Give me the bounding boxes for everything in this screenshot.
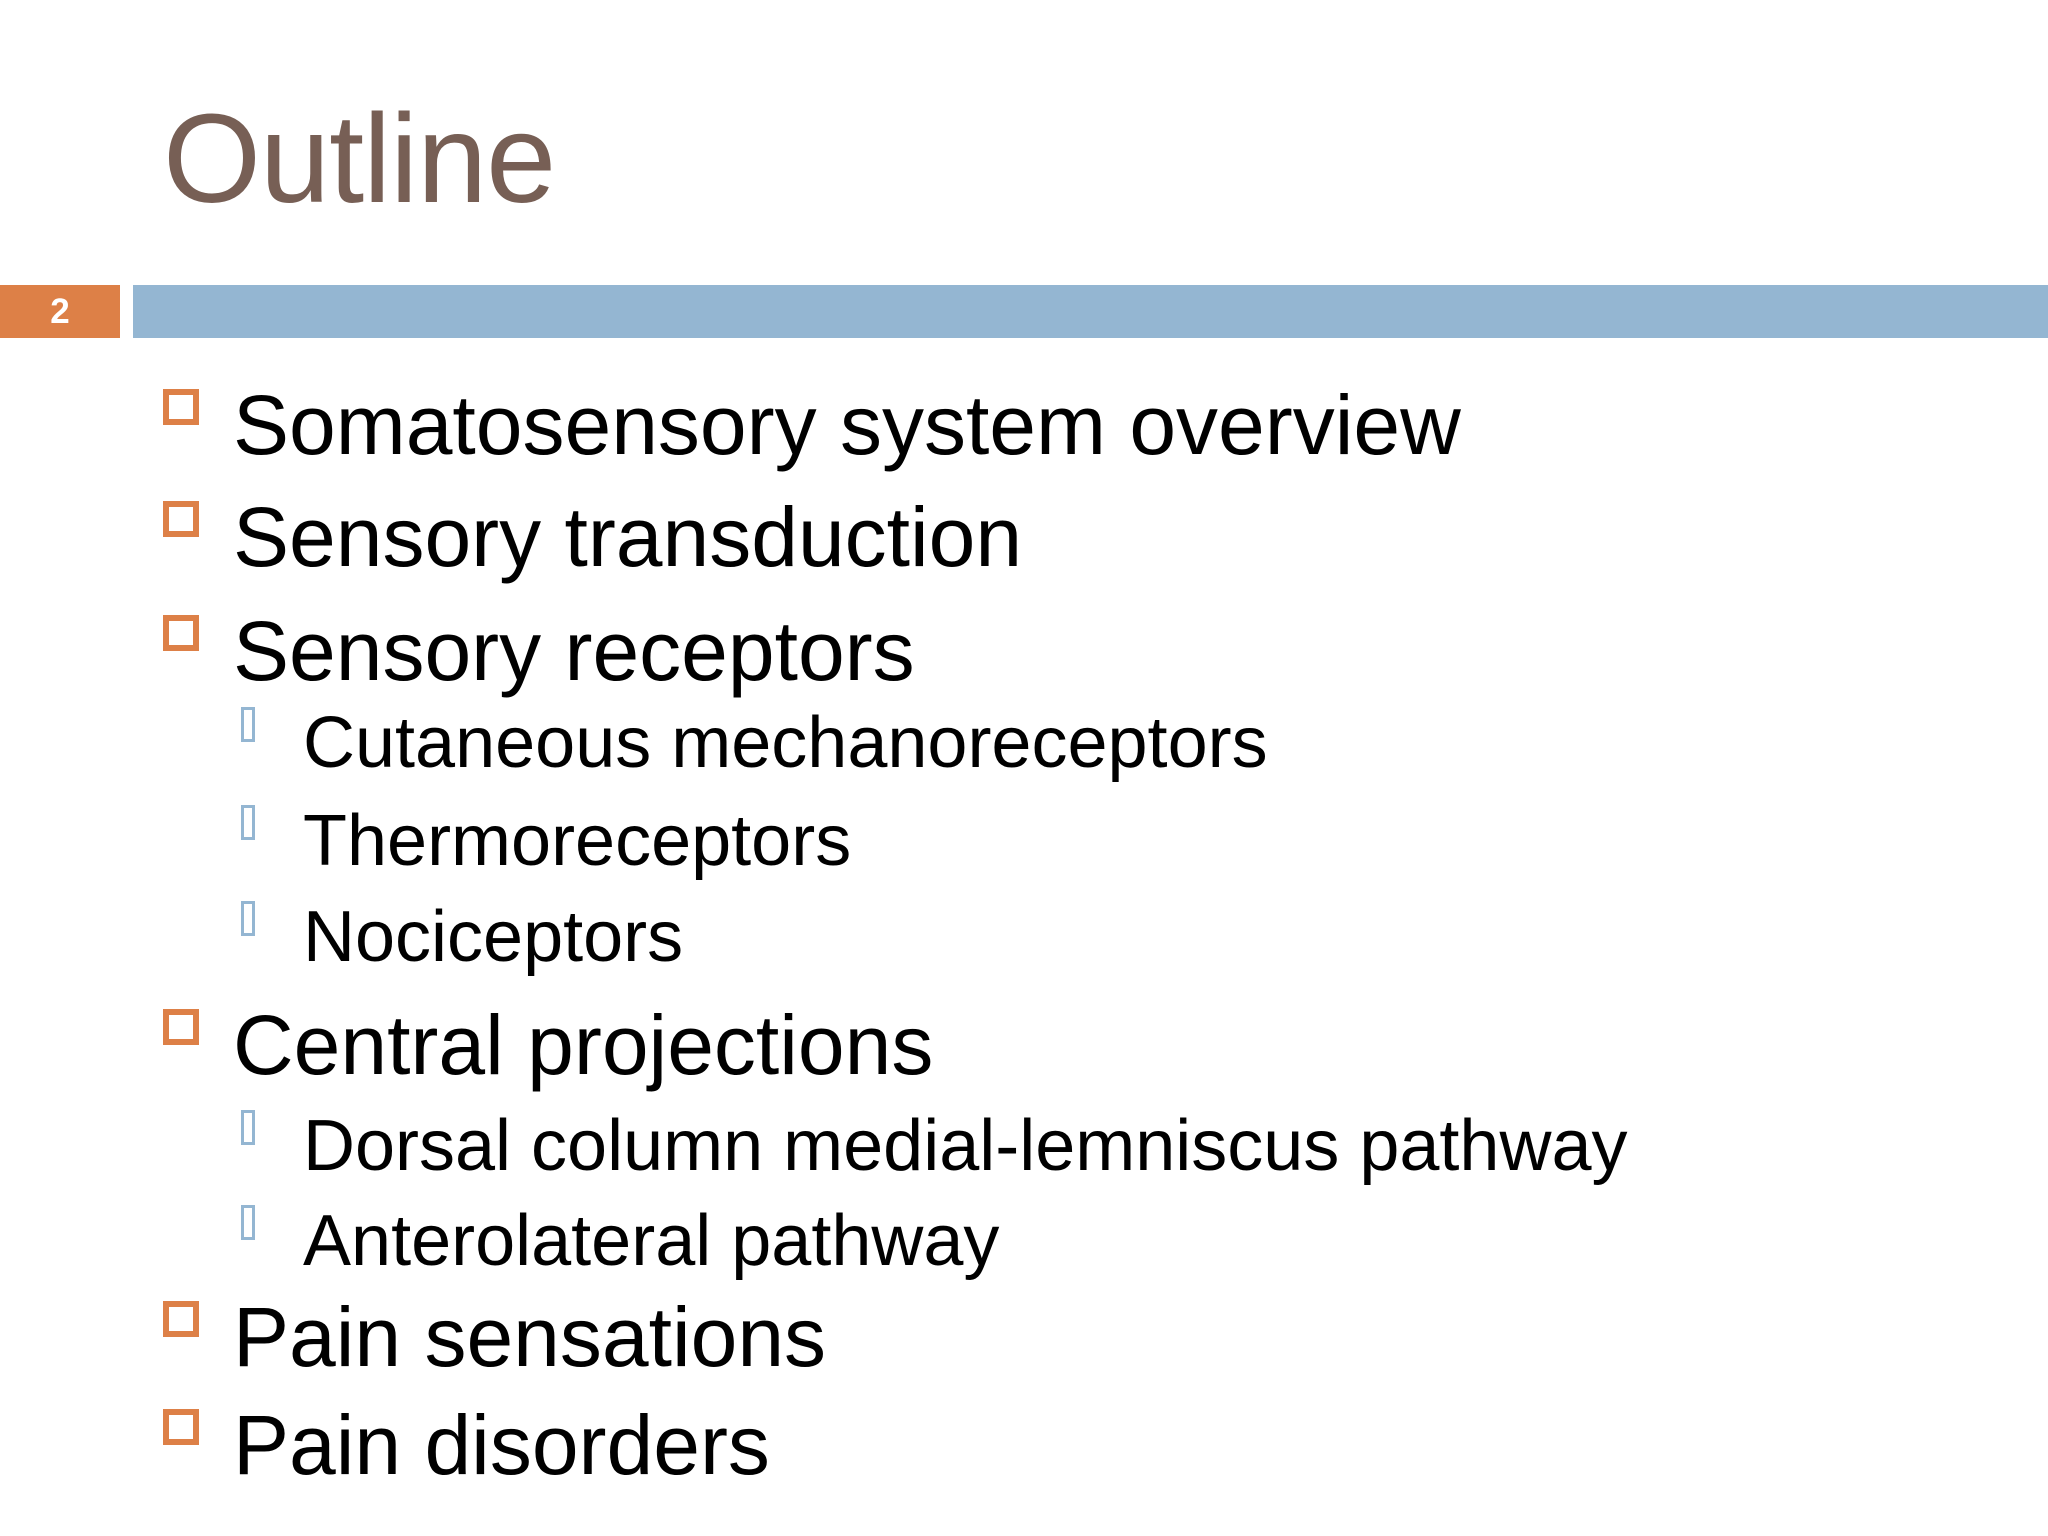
list-item-label: Nociceptors: [303, 897, 684, 977]
bullet-rect-icon: [241, 901, 255, 936]
list-item-label: Anterolateral pathway: [303, 1201, 1000, 1281]
bullet-rect-icon: [241, 1110, 255, 1145]
bullet-square-icon: [163, 1409, 199, 1445]
list-item-label: Cutaneous mechanoreceptors: [303, 703, 1268, 783]
accent-bar: [133, 285, 2048, 338]
slide-title: Outline: [163, 88, 556, 229]
bullet-square-icon: [163, 501, 199, 537]
list-item-label: Sensory transduction: [233, 490, 1023, 584]
list-item: Pain sensations: [163, 1289, 827, 1386]
list-item-label: Thermoreceptors: [303, 801, 852, 881]
list-item-label: Sensory receptors: [233, 604, 915, 698]
list-item-label: Pain disorders: [233, 1398, 770, 1492]
bullet-square-icon: [163, 389, 199, 425]
slide-number: 2: [50, 292, 70, 331]
bullet-square-icon: [163, 1301, 199, 1337]
list-item: Pain disorders: [163, 1397, 770, 1494]
list-item: Somatosensory system overview: [163, 377, 1461, 474]
list-item: Sensory transduction: [163, 489, 1023, 586]
bullet-rect-icon: [241, 805, 255, 840]
list-item: Nociceptors: [241, 896, 684, 978]
list-item: Cutaneous mechanoreceptors: [241, 702, 1268, 784]
bullet-rect-icon: [241, 707, 255, 742]
bullet-square-icon: [163, 1009, 199, 1045]
list-item: Anterolateral pathway: [241, 1200, 1000, 1282]
slide-number-box: 2: [0, 285, 120, 338]
list-item-label: Central projections: [233, 998, 934, 1092]
bullet-square-icon: [163, 615, 199, 651]
list-item: Dorsal column medial-lemniscus pathway: [241, 1105, 1628, 1187]
list-item-label: Somatosensory system overview: [233, 378, 1461, 472]
list-item-label: Pain sensations: [233, 1290, 827, 1384]
list-item: Thermoreceptors: [241, 800, 852, 882]
list-item: Central projections: [163, 997, 934, 1094]
list-item-label: Dorsal column medial-lemniscus pathway: [303, 1106, 1628, 1186]
list-item: Sensory receptors: [163, 603, 915, 700]
bullet-rect-icon: [241, 1205, 255, 1240]
